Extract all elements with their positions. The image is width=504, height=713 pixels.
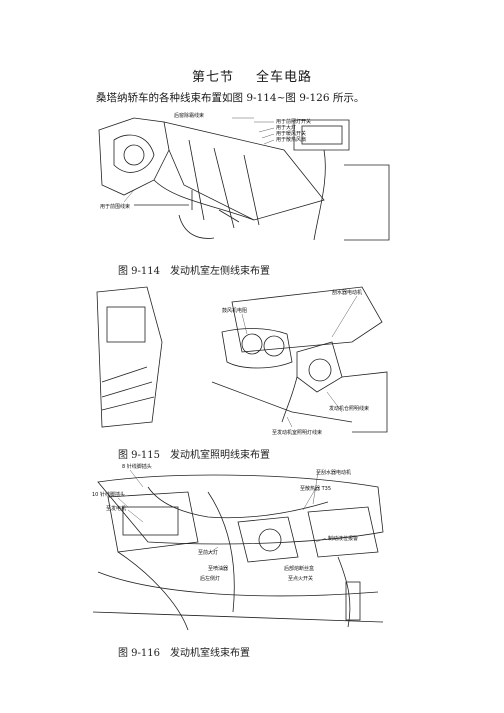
label-headlight-switch: 用于前照灯开关: [276, 118, 311, 125]
label-wiper-motor: 刮水器电动机: [332, 289, 362, 296]
caption-text: 发动机室照明线束布置: [170, 450, 271, 461]
label-headlamp: 用于大灯: [276, 124, 296, 131]
caption-9-116: 图 9-116 发动机室线束布置: [118, 644, 250, 659]
label-front-harness: 用于前围线束: [100, 203, 130, 210]
label-rear-fuse-box: 后部熔断丝盒: [284, 565, 314, 572]
caption-9-114: 图 9-114 发动机室左侧线束布置: [118, 262, 270, 277]
label-engine-bay-light-harness: 发动机仓照明线束: [329, 405, 369, 412]
label-rear-window-harness: 后窗除霜线束: [174, 112, 204, 119]
label-rear-left-lamp: 后左侧灯: [200, 575, 220, 582]
label-to-ignition-switch: 至点火开关: [288, 575, 313, 582]
section-heading: 第七节 全车电路: [0, 66, 504, 85]
engine-bay-harness-illustration: 8 针线脚插头 10 针线脚插头 至发电机 至前大灯 至刮水器电动机 至散热器 …: [92, 463, 384, 631]
label-to-injector: 至喷油器: [208, 565, 228, 572]
label-to-engine-bay-lamp: 至发动机室照明灯线束: [272, 429, 322, 436]
label-to-headlamp: 至前大灯: [198, 549, 218, 556]
caption-number: 图 9-114: [118, 266, 161, 277]
figure-9-115: 鼓风机电阻 刮水器电动机 发动机仓照明线束 至发动机室照明灯线束: [92, 282, 392, 437]
intro-paragraph: 桑塔纳轿车的各种线束布置如图 9-114~图 9-126 所示。: [96, 92, 365, 104]
figure-9-116: 8 针线脚插头 10 针线脚插头 至发电机 至前大灯 至刮水器电动机 至散热器 …: [88, 462, 390, 634]
label-blower-resistor: 鼓风机电阻: [222, 307, 247, 314]
caption-text: 发动机室左侧线束布置: [170, 266, 271, 277]
label-to-radiator: 至散热器 T35: [300, 485, 331, 492]
label-cooling-fan: 用于散热风扇: [276, 136, 306, 143]
caption-number: 图 9-115: [118, 450, 161, 461]
engine-bay-lighting-illustration: 鼓风机电阻 刮水器电动机 发动机仓照明线束 至发动机室照明灯线束: [96, 286, 388, 436]
label-to-wiper-motor: 至刮水器电动机: [316, 469, 351, 476]
label-8-pin-plug: 8 针线脚插头: [122, 463, 152, 470]
caption-number: 图 9-116: [118, 648, 161, 659]
section-number: 第七节: [191, 70, 234, 85]
caption-9-115: 图 9-115 发动机室照明线束布置: [118, 446, 270, 461]
section-title: 全车电路: [256, 70, 313, 85]
engine-bay-left-illustration: 后窗除霜线束 用于前照灯开关 用于大灯 用于暖风开关 用于散热风扇 用于前围线束: [98, 112, 390, 241]
label-10-pin-plug: 10 针线脚插头: [92, 491, 125, 498]
caption-text: 发动机室线束布置: [170, 648, 251, 659]
label-heater-switch: 用于暖风开关: [276, 130, 306, 137]
label-to-alternator: 至发电机: [106, 505, 126, 512]
label-brake-fluid-warning: 制动液位报警: [328, 535, 358, 542]
figure-9-114: 后窗除霜线束 用于前照灯开关 用于大灯 用于暖风开关 用于散热风扇 用于前围线束: [94, 110, 394, 250]
